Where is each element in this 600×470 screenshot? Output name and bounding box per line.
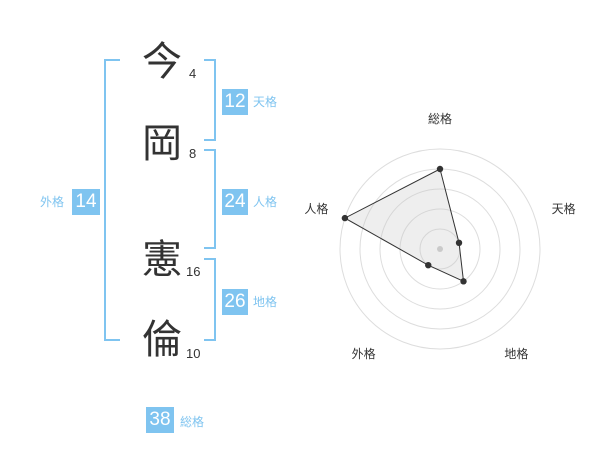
jinkaku-value-badge: 24 [222,189,248,215]
radar-point-3 [460,278,467,285]
radar-grid-ring [379,188,501,310]
name-char-1: 今 [142,39,182,85]
tenkaku-value-badge: 12 [222,89,248,115]
tenkaku-label: 天格 [253,95,278,109]
stroke-count-4: 10 [186,346,201,361]
chikaku-label: 地格 [253,295,278,309]
name-char-4: 倫 [142,317,182,363]
soukaku-label: 総格 [180,415,205,429]
radar-axis-label: 総格 [428,111,452,126]
chikaku-value-badge: 26 [222,289,248,315]
radar-center-dot [437,246,443,252]
radar-point-2 [455,239,463,247]
tenkaku-bracket [204,59,216,141]
radar-axis-label: 天格 [552,201,576,216]
radar-point-5 [341,214,349,222]
radar-point-4 [425,261,432,269]
gaikaku-label: 外格 [40,195,65,209]
gaikaku-bracket [104,59,120,341]
soukaku-value-badge: 38 [146,407,174,433]
gaikaku-value-badge: 14 [72,189,100,215]
name-char-2: 岡 [142,121,182,167]
jinkaku-bracket [204,149,216,249]
jinkaku-label: 人格 [253,195,278,209]
radar-grid-ring [339,148,541,350]
radar-axis-label: 地格 [504,346,528,361]
chikaku-bracket [204,258,216,341]
radar-series-area [343,168,465,283]
stroke-count-2: 8 [189,146,197,161]
radar-point-1 [436,165,444,173]
name-char-3: 憲 [142,237,182,283]
radar-axis-label: 外格 [352,346,376,361]
stroke-count-1: 4 [189,66,197,81]
radar-axis-label: 人格 [304,201,328,216]
stroke-count-3: 16 [186,264,201,279]
